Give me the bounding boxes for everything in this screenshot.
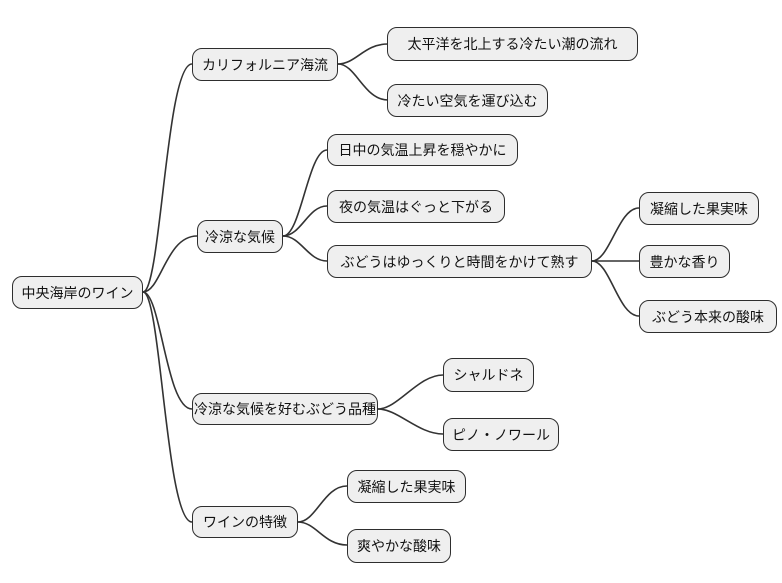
edge-root-to-california-current — [142, 63, 193, 293]
edge-characteristics-to-fruit — [297, 485, 348, 523]
edge-varieties-to-pinot-noir — [377, 408, 444, 435]
node-chardonnay[interactable]: シャルドネ — [443, 358, 534, 392]
node-fresh-acidity[interactable]: 爽やかな酸味 — [347, 529, 451, 563]
node-night-temp-drop[interactable]: 夜の気温はぐっと下がる — [327, 190, 505, 223]
node-cool-climate[interactable]: 冷涼な気候 — [197, 220, 283, 253]
edge-varieties-to-chardonnay — [377, 374, 444, 410]
node-concentrated-fruit-flavor[interactable]: 凝縮した果実味 — [639, 192, 759, 225]
node-grape-natural-acidity[interactable]: ぶどう本来の酸味 — [639, 300, 777, 333]
node-pacific-cold-current[interactable]: 太平洋を北上する冷たい潮の流れ — [387, 27, 638, 61]
node-california-current[interactable]: カリフォルニア海流 — [192, 48, 338, 81]
node-daytime-temp-moderate[interactable]: 日中の気温上昇を穏やかに — [327, 134, 518, 166]
node-brings-cold-air[interactable]: 冷たい空気を運び込む — [387, 84, 548, 117]
edge-root-to-wine-characteristics — [142, 291, 193, 523]
edge-california-to-pacific-current — [337, 43, 389, 65]
node-pinot-noir[interactable]: ピノ・ノワール — [443, 418, 559, 451]
node-wine-characteristics[interactable]: ワインの特徴 — [192, 506, 298, 538]
node-wine-concentrated-fruit[interactable]: 凝縮した果実味 — [347, 470, 466, 503]
edge-climate-to-grapes-ripen — [282, 235, 328, 262]
edge-ripen-to-natural-acidity — [591, 260, 640, 317]
node-grapes-ripen-slowly[interactable]: ぶどうはゆっくりと時間をかけて熟す — [327, 245, 592, 278]
edge-root-to-grape-varieties — [142, 291, 193, 410]
edge-ripen-to-concentrated-fruit — [591, 207, 640, 262]
node-rich-aroma[interactable]: 豊かな香り — [639, 245, 730, 278]
node-central-coast-wine[interactable]: 中央海岸のワイン — [12, 276, 143, 309]
edge-root-to-cool-climate — [142, 235, 198, 293]
edge-climate-to-night-temp — [282, 205, 328, 237]
edge-california-to-cold-air — [337, 63, 389, 101]
edge-climate-to-daytime-temp — [282, 149, 328, 237]
node-cool-climate-grape-varieties[interactable]: 冷涼な気候を好むぶどう品種 — [192, 393, 378, 425]
edge-characteristics-to-acidity — [297, 521, 348, 546]
